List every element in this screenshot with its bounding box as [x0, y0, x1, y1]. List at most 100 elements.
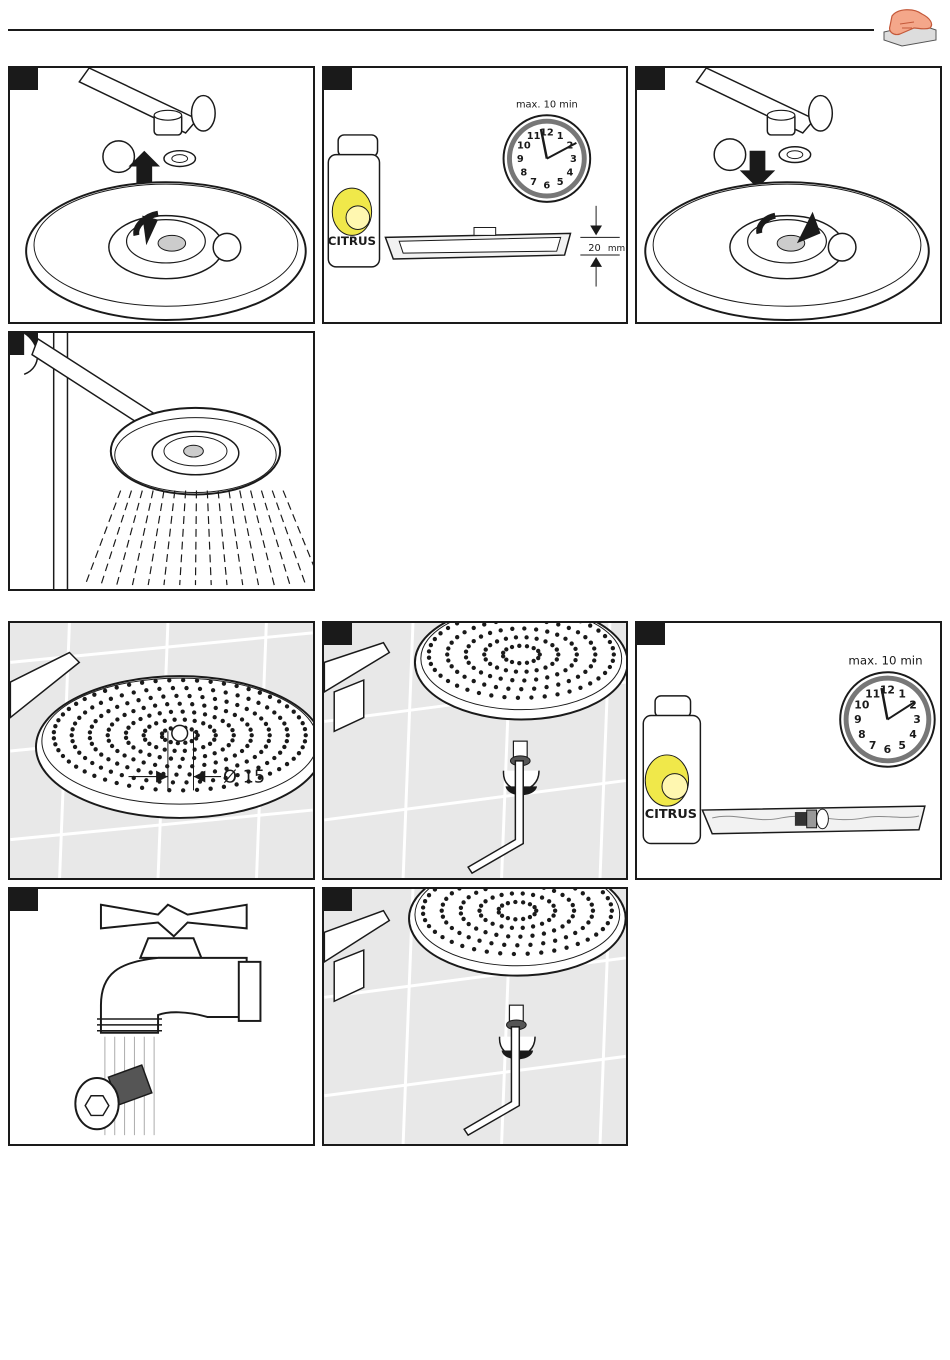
- spray-hole: [596, 628, 600, 632]
- spray-hole: [601, 927, 605, 931]
- spray-hole: [212, 729, 216, 733]
- spray-hole: [245, 759, 249, 763]
- spray-hole: [539, 950, 543, 954]
- spray-hole: [455, 670, 459, 674]
- spray-hole: [594, 932, 598, 936]
- spray-line: [251, 491, 275, 586]
- spray-hole: [573, 647, 577, 651]
- spray-hole: [455, 684, 459, 688]
- spray-hole: [547, 899, 551, 903]
- spray-hole: [483, 930, 487, 934]
- spray-hole: [183, 718, 187, 722]
- spray-hole: [499, 893, 503, 897]
- spray-hole: [506, 901, 510, 905]
- spray-hole: [540, 895, 544, 899]
- spray-hole: [510, 678, 514, 682]
- spray-hole: [472, 679, 476, 683]
- spray-hole: [477, 939, 481, 943]
- spray-hole: [136, 698, 140, 702]
- spray-hole: [576, 675, 580, 679]
- spray-hole: [115, 761, 119, 765]
- spray-hole: [285, 727, 289, 731]
- spray-hole: [154, 745, 158, 749]
- clock-number: 3: [913, 713, 921, 726]
- spray-hole: [589, 664, 593, 668]
- spray-hole: [92, 774, 96, 778]
- spray-hole: [74, 702, 78, 706]
- spray-hole: [246, 697, 250, 701]
- spray-hole: [264, 722, 268, 726]
- spray-hole: [570, 641, 574, 645]
- clock-number: 8: [520, 167, 527, 178]
- spray-hole: [460, 944, 464, 948]
- spray-hole: [444, 920, 448, 924]
- spray-hole: [131, 745, 135, 749]
- spray-hole: [169, 756, 173, 760]
- spray-hole: [138, 717, 142, 721]
- spray-hole: [147, 725, 151, 729]
- spray-hole: [526, 952, 530, 956]
- spray-hole: [550, 662, 554, 666]
- spray-hole: [429, 643, 433, 647]
- spray-hole: [172, 718, 176, 722]
- spray-hole: [52, 736, 56, 740]
- spray-hole: [56, 748, 60, 752]
- remove-nozzle-illustration: [324, 623, 626, 878]
- spray-hole: [488, 662, 492, 666]
- spray-hole: [125, 765, 129, 769]
- spray-hole: [488, 674, 492, 678]
- spray-hole: [489, 693, 493, 697]
- spray-hole: [286, 733, 290, 737]
- spray-hole: [268, 771, 272, 775]
- spray-hole: [103, 689, 107, 693]
- spray-hole: [467, 895, 471, 899]
- spray-hole: [553, 939, 557, 943]
- spray-hole: [514, 635, 518, 639]
- spray-hole: [610, 908, 614, 912]
- spray-hole: [555, 672, 559, 676]
- spray-hole: [230, 728, 234, 732]
- spray-hole: [190, 702, 194, 706]
- spray-hole: [606, 921, 610, 925]
- lemon-icon: [645, 755, 688, 806]
- spray-hole: [543, 665, 547, 669]
- spray-hole: [221, 719, 225, 723]
- spray-hole: [201, 745, 205, 749]
- reinsert-illustration: [637, 68, 940, 322]
- water-spray: [85, 491, 313, 586]
- spray-hole: [174, 772, 178, 776]
- spray-hole: [525, 644, 529, 648]
- nozzle: [75, 1065, 152, 1129]
- spray-hole: [181, 709, 185, 713]
- spray-hole: [248, 728, 252, 732]
- step-reinstall-nozzle-panel: [322, 887, 628, 1146]
- spray-hole: [586, 897, 590, 901]
- spray-hole: [552, 948, 556, 952]
- spray-hole: [202, 763, 206, 767]
- spray-hole: [202, 703, 206, 707]
- spray-hole: [158, 755, 162, 759]
- spray-hole: [163, 728, 167, 732]
- spray-hole: [560, 893, 564, 897]
- spray-hole: [131, 757, 135, 761]
- spray-hole: [446, 646, 450, 650]
- spray-hole: [517, 661, 521, 665]
- spray-hole: [532, 659, 536, 663]
- spray-hole: [224, 690, 228, 694]
- spray-hole: [506, 916, 510, 920]
- spray-hole: [195, 788, 199, 792]
- spray-hole: [573, 658, 577, 662]
- spray-hole: [99, 752, 103, 756]
- spray-hole: [297, 715, 301, 719]
- spray-hole: [203, 754, 207, 758]
- spray-hole: [504, 657, 508, 661]
- spray-hole: [438, 631, 442, 635]
- spray-hole: [88, 730, 92, 734]
- clock-icon: 121234567891011: [840, 672, 935, 767]
- spray-hole: [529, 695, 533, 699]
- spray-hole: [588, 681, 592, 685]
- spray-hole: [214, 706, 218, 710]
- spray-hole: [429, 662, 433, 666]
- spray-hole: [192, 756, 196, 760]
- spray-hole: [499, 628, 503, 632]
